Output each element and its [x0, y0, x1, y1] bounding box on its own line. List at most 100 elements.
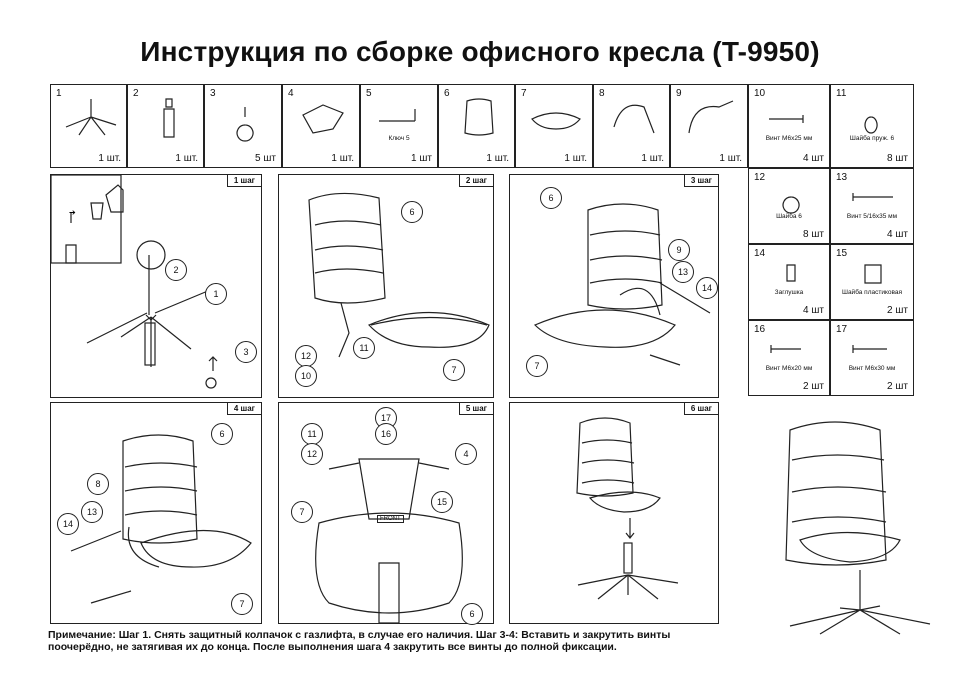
part-illustration: [531, 112, 581, 130]
part-cell-15: 15 2 шт Шайба пластиковая: [830, 244, 914, 320]
callout-12: 12: [301, 443, 323, 465]
callout-7: 7: [231, 593, 253, 615]
callout-11: 11: [301, 423, 323, 445]
part-illustration: [770, 345, 801, 353]
step-5-illustration: [315, 458, 463, 624]
part-illustration: [379, 109, 416, 122]
part-number: 1: [56, 88, 62, 99]
callout-10: 10: [295, 365, 317, 387]
step-label: 1 шаг: [226, 175, 261, 187]
callout-14: 14: [696, 277, 718, 299]
callout-6: 6: [211, 423, 233, 445]
callout-6: 6: [401, 201, 423, 223]
part-number: 2: [133, 88, 139, 99]
part-caption: Винт М6х30 мм: [848, 365, 896, 372]
part-quantity: 1 шт.: [331, 153, 354, 164]
part-quantity: 4 шт: [887, 229, 908, 240]
part-caption: Винт М6х25 мм: [765, 135, 813, 142]
step-1-illustration: ➔: [50, 174, 218, 389]
step-label: 6 шаг: [683, 403, 718, 415]
callout-1: 1: [205, 283, 227, 305]
part-cell-13: 13 4 шт Винт 5/16х35 мм: [830, 168, 914, 244]
callout-13: 13: [81, 501, 103, 523]
callout-7: 7: [291, 501, 313, 523]
part-cell-10: 10 4 шт Винт М6х25 мм: [748, 84, 830, 168]
part-caption: Винт 5/16х35 мм: [846, 213, 898, 220]
note-line-1: Примечание: Шаг 1. Снять защитный колпач…: [48, 629, 671, 641]
part-quantity: 2 шт: [887, 305, 908, 316]
part-illustration: [782, 196, 800, 214]
part-quantity: 1 шт.: [175, 153, 198, 164]
part-quantity: 8 шт: [803, 229, 824, 240]
part-quantity: 1 шт.: [641, 153, 664, 164]
step-6-illustration: [576, 417, 679, 600]
part-illustration: [852, 193, 893, 201]
part-quantity: 2 шт: [887, 381, 908, 392]
part-number: 17: [836, 324, 848, 335]
part-quantity: 8 шт: [887, 153, 908, 164]
callout-13: 13: [672, 261, 694, 283]
callout-8: 8: [87, 473, 109, 495]
part-illustration: [786, 264, 796, 282]
part-illustration: [864, 116, 878, 134]
note-line-2: поочерёдно, не затягивая их до конца. По…: [48, 641, 617, 653]
callout-11: 11: [353, 337, 375, 359]
part-quantity: 1 шт.: [564, 153, 587, 164]
part-quantity: 4 шт: [803, 153, 824, 164]
part-cell-2: 2 1 шт.: [127, 84, 204, 168]
callout-14: 14: [57, 513, 79, 535]
part-cell-8: 8 1 шт.: [593, 84, 670, 168]
part-quantity: 2 шт: [803, 381, 824, 392]
step-label: 2 шаг: [458, 175, 493, 187]
part-illustration: [864, 264, 882, 284]
part-number: 4: [288, 88, 294, 99]
front-label: FRONT: [377, 515, 404, 523]
part-number: 11: [836, 88, 847, 99]
callout-12: 12: [295, 345, 317, 367]
part-number: 7: [521, 88, 527, 99]
part-caption: Винт М6х20 мм: [765, 365, 813, 372]
callout-6: 6: [540, 187, 562, 209]
step-4-panel: 4 шаг 6 8 13 14 7: [50, 402, 262, 624]
part-cell-3: 3 5 шт: [204, 84, 282, 168]
step-6-panel: 6 шаг: [509, 402, 719, 624]
assembly-note: Примечание: Шаг 1. Снять защитный колпач…: [48, 629, 748, 653]
part-caption: Шайба пруж. 6: [849, 135, 895, 142]
part-quantity: 5 шт: [255, 153, 276, 164]
step-3-illustration: [533, 203, 711, 366]
callout-7: 7: [526, 355, 548, 377]
part-number: 8: [599, 88, 605, 99]
step-label: 3 шаг: [683, 175, 718, 187]
part-quantity: 1 шт.: [486, 153, 509, 164]
part-caption: Шайба пластиковая: [841, 289, 903, 296]
part-number: 13: [836, 172, 848, 183]
part-number: 9: [676, 88, 682, 99]
callout-3: 3: [235, 341, 257, 363]
part-illustration: [769, 115, 804, 123]
part-cell-1: 1 1 шт.: [50, 84, 127, 168]
callout-9: 9: [668, 239, 690, 261]
part-number: 14: [754, 248, 766, 259]
part-illustration: [688, 100, 734, 134]
part-number: 3: [210, 88, 216, 99]
part-number: 15: [836, 248, 848, 259]
callout-16: 16: [375, 423, 397, 445]
step-5-panel: 5 шаг FRONT 17 11 16 12 4 7 15 6: [278, 402, 494, 625]
part-illustration: [302, 104, 344, 134]
part-illustration: [65, 99, 117, 136]
part-number: 10: [754, 88, 766, 99]
callout-15: 15: [431, 491, 453, 513]
part-number: 5: [366, 88, 372, 99]
part-cell-7: 7 1 шт.: [515, 84, 593, 168]
part-number: 12: [754, 172, 766, 183]
part-quantity: 1 шт.: [98, 153, 121, 164]
step-label: 5 шаг: [458, 403, 493, 415]
part-illustration: [464, 98, 494, 136]
part-cell-4: 4 1 шт.: [282, 84, 360, 168]
step-2-panel: 2 шаг 6 11 12 10 7: [278, 174, 494, 398]
step-label: 4 шаг: [226, 403, 261, 415]
